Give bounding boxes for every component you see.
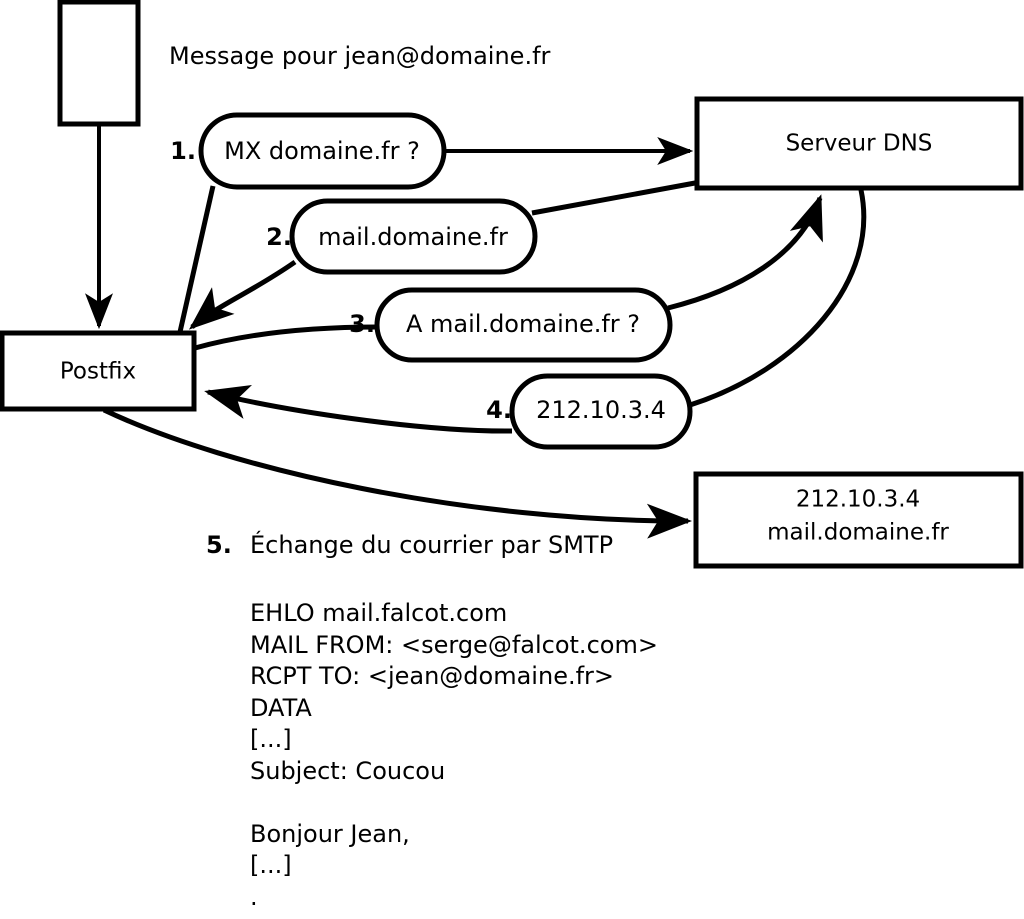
step-2-number: 2. [266, 223, 292, 251]
edge-step4-to-postfix [204, 384, 513, 434]
mailserver-node: 212.10.3.4 mail.domaine.fr [693, 471, 1024, 569]
edge-step2-tail [531, 180, 696, 216]
edge-step2-to-postfix [188, 259, 297, 330]
postfix-node: Postfix [0, 330, 197, 412]
step-4-label: 212.10.3.4 [536, 396, 666, 424]
step-2-label: mail.domaine.fr [318, 223, 508, 251]
smtp-transcript-line: MAIL FROM: <serge@falcot.com> [250, 630, 658, 659]
smtp-transcript-line: . [250, 882, 258, 911]
step-5-label: Échange du courrier par SMTP [250, 531, 614, 559]
page-title: Message pour jean@domaine.fr [169, 42, 551, 70]
step-5-number: 5. [206, 531, 232, 559]
edge-step3-to-dns [667, 194, 823, 311]
smtp-transcript-line: RCPT TO: <jean@domaine.fr> [250, 662, 615, 690]
dns-node-label: Serveur DNS [786, 131, 933, 157]
edge-step3-tail [194, 324, 379, 351]
step-2-bubble: 2. mail.domaine.fr [266, 198, 538, 275]
smtp-transcript-line: [...] [250, 725, 292, 753]
mailserver-host-label: mail.domaine.fr [767, 520, 949, 546]
step-3-label: A mail.domaine.fr ? [406, 310, 640, 338]
step-3-bubble: 3. A mail.domaine.fr ? [349, 287, 673, 363]
dns-node: Serveur DNS [694, 96, 1024, 191]
smtp-transcript-line [250, 787, 658, 819]
step-1-label: MX domaine.fr ? [224, 137, 420, 165]
smtp-transcript-line: DATA [250, 693, 312, 722]
step-1-number: 1. [170, 137, 196, 165]
postfix-node-label: Postfix [60, 359, 136, 385]
step-4-bubble: 4. 212.10.3.4 [486, 373, 693, 450]
mailserver-ip-label: 212.10.3.4 [796, 487, 920, 513]
edge-step1-tail [177, 185, 216, 333]
smtp-transcript-line: Subject: Coucou [250, 756, 446, 785]
step-1-bubble: 1. MX domaine.fr ? [170, 112, 447, 190]
step-4-number: 4. [486, 396, 512, 424]
smtp-transcript-line: [...] [250, 851, 292, 879]
smtp-transcript-line: Bonjour Jean, [250, 819, 410, 848]
step-3-number: 3. [349, 310, 375, 338]
source-node [57, 0, 141, 127]
edge-step5-smtp [102, 407, 692, 539]
smtp-transcript-line: EHLO mail.falcot.com [250, 599, 508, 627]
edge-step4-tail [689, 189, 867, 408]
